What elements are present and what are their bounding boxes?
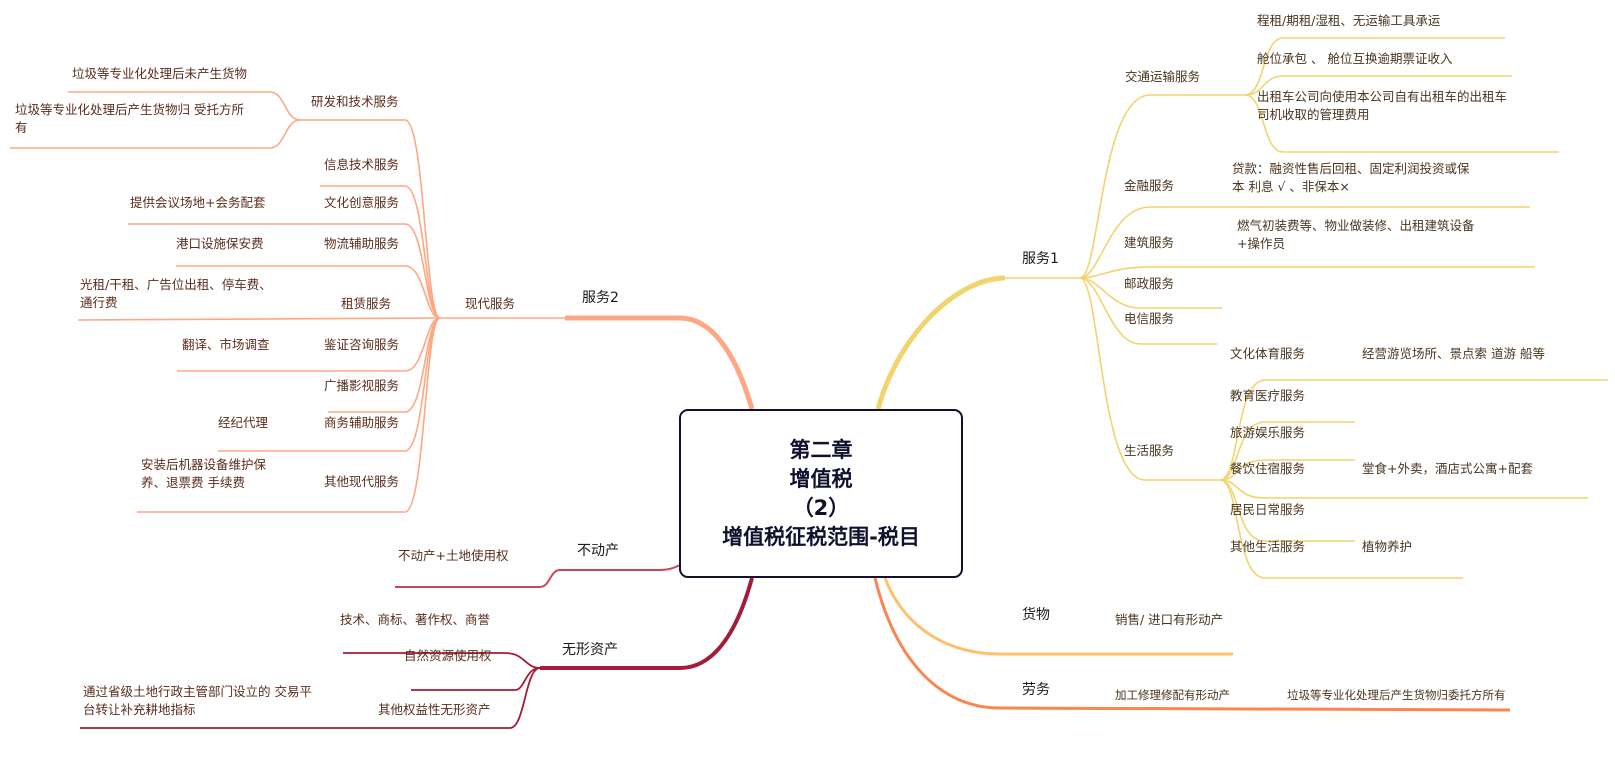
topic-intangible[interactable]: 无形资产 (562, 642, 618, 658)
topic-labor[interactable]: 劳务 (1022, 682, 1050, 698)
topic-intangible-item[interactable]: 其他权益性无形资产 (378, 702, 491, 717)
text-line: 贷款：融资性售后回租、固定利润投资或保 (1232, 161, 1470, 176)
topic-labor-detail[interactable]: 垃圾等专业化处理后产生货物归委托方所有 (1287, 688, 1506, 702)
text-line: 垃圾等专业化处理后产生货物归 受托方所 (15, 102, 244, 117)
text-line: 养、退票费 手续费 (141, 475, 245, 490)
topic-modern-item[interactable]: 物流辅助服务 (324, 236, 400, 251)
topic-transport-item[interactable]: 程租/期租/湿租、无运输工具承运 (1257, 13, 1441, 28)
topic-construction[interactable]: 建筑服务 (1124, 235, 1175, 250)
topic-modern-detail[interactable]: 港口设施保安费 (176, 236, 264, 251)
topic-modern-detail[interactable]: 经纪代理 (218, 415, 269, 430)
topic-finance[interactable]: 金融服务 (1124, 178, 1175, 193)
topic-real-estate-detail[interactable]: 不动产+土地使用权 (398, 548, 509, 563)
central-topic[interactable]: 第二章 增值税 （2） 增值税征税范围-税目 (679, 409, 963, 578)
text-line: 有 (15, 120, 28, 135)
topic-labor-detail[interactable]: 加工修理修配有形动产 (1115, 688, 1230, 702)
topic-modern-item[interactable]: 研发和技术服务 (311, 94, 399, 109)
topic-life-detail[interactable]: 经营游览场所、景点索 道游 船等 (1362, 346, 1545, 361)
topic-life-item[interactable]: 文化体育服务 (1230, 346, 1306, 361)
topic-service2[interactable]: 服务2 (582, 290, 619, 306)
topic-modern-detail[interactable]: 光租/干租、广告位出租、停车费、 通行费 (80, 276, 272, 312)
topic-modern-item[interactable]: 租赁服务 (341, 296, 392, 311)
topic-transport-item[interactable]: 舱位承包 、 舱位互换逾期票证收入 (1257, 51, 1453, 66)
text-line: 出租车公司向使用本公司自有出租车的出租车 (1257, 89, 1508, 104)
text-line: 安装后机器设备维护保 (141, 457, 267, 472)
topic-construction-detail[interactable]: 燃气初装费等、物业做装修、出租建筑设备 +操作员 (1237, 217, 1475, 253)
topic-telecom[interactable]: 电信服务 (1124, 311, 1175, 326)
text-line: 台转让补充耕地指标 (83, 702, 196, 717)
topic-modern-detail[interactable]: 安装后机器设备维护保 养、退票费 手续费 (141, 456, 266, 492)
topic-service1[interactable]: 服务1 (1022, 251, 1059, 267)
text-line: 通过省级土地行政主管部门设立的 交易平 (83, 684, 312, 699)
topic-finance-detail[interactable]: 贷款：融资性售后回租、固定利润投资或保 本 利息 √ 、非保本× (1232, 160, 1470, 196)
topic-modern-item[interactable]: 其他现代服务 (324, 474, 400, 489)
text-line: 司机收取的管理费用 (1257, 107, 1370, 122)
topic-intangible-detail[interactable]: 通过省级土地行政主管部门设立的 交易平 台转让补充耕地指标 (83, 683, 312, 719)
text-line: 通行费 (80, 295, 118, 310)
topic-modern-item[interactable]: 广播影视服务 (324, 378, 400, 393)
topic-modern-detail[interactable]: 提供会议场地+会务配套 (130, 195, 266, 210)
topic-rd-detail[interactable]: 垃圾等专业化处理后未产生货物 (72, 66, 248, 81)
text-line: 本 利息 √ 、非保本× (1232, 179, 1350, 194)
topic-modern-item[interactable]: 鉴证咨询服务 (324, 337, 400, 352)
topic-real-estate[interactable]: 不动产 (577, 543, 619, 559)
branch-service1 (875, 275, 1006, 410)
topic-rd-detail[interactable]: 垃圾等专业化处理后产生货物归 受托方所 有 (15, 101, 244, 137)
topic-intangible-item[interactable]: 自然资源使用权 (404, 648, 492, 663)
topic-life[interactable]: 生活服务 (1124, 443, 1175, 458)
topic-life-item[interactable]: 其他生活服务 (1230, 539, 1306, 554)
topic-transport-item[interactable]: 出租车公司向使用本公司自有出租车的出租车 司机收取的管理费用 (1257, 88, 1517, 124)
topic-intangible-item[interactable]: 技术、商标、著作权、商誉 (340, 612, 491, 627)
topic-life-item[interactable]: 居民日常服务 (1230, 502, 1306, 517)
central-topic-line1: 第二章 (789, 437, 853, 462)
topic-modern-detail[interactable]: 翻译、市场调查 (182, 337, 270, 352)
text-line: 燃气初装费等、物业做装修、出租建筑设备 (1237, 218, 1475, 233)
topic-goods-detail[interactable]: 销售/ 进口有形动产 (1115, 612, 1224, 627)
topic-postal[interactable]: 邮政服务 (1124, 276, 1175, 291)
topic-modern-item[interactable]: 文化创意服务 (324, 195, 400, 210)
topic-life-detail[interactable]: 堂食+外卖，酒店式公寓+配套 (1362, 461, 1533, 476)
topic-life-item[interactable]: 旅游娱乐服务 (1230, 425, 1306, 440)
topic-life-item[interactable]: 教育医疗服务 (1230, 388, 1306, 403)
topic-modern-item[interactable]: 商务辅助服务 (324, 415, 400, 430)
central-topic-line4: 增值税征税范围-税目 (722, 524, 920, 549)
topic-transport[interactable]: 交通运输服务 (1125, 69, 1201, 84)
topic-modern[interactable]: 现代服务 (465, 296, 516, 311)
topic-goods[interactable]: 货物 (1022, 607, 1050, 623)
topic-modern-item[interactable]: 信息技术服务 (324, 157, 400, 172)
topic-life-detail[interactable]: 植物养护 (1362, 539, 1413, 554)
central-topic-line3: （2） (792, 495, 850, 520)
topic-life-item[interactable]: 餐饮住宿服务 (1230, 461, 1306, 476)
text-line: +操作员 (1237, 236, 1285, 251)
central-topic-line2: 增值税 (789, 466, 853, 491)
branch-service2 (565, 315, 755, 410)
text-line: 光租/干租、广告位出租、停车费、 (80, 277, 272, 292)
